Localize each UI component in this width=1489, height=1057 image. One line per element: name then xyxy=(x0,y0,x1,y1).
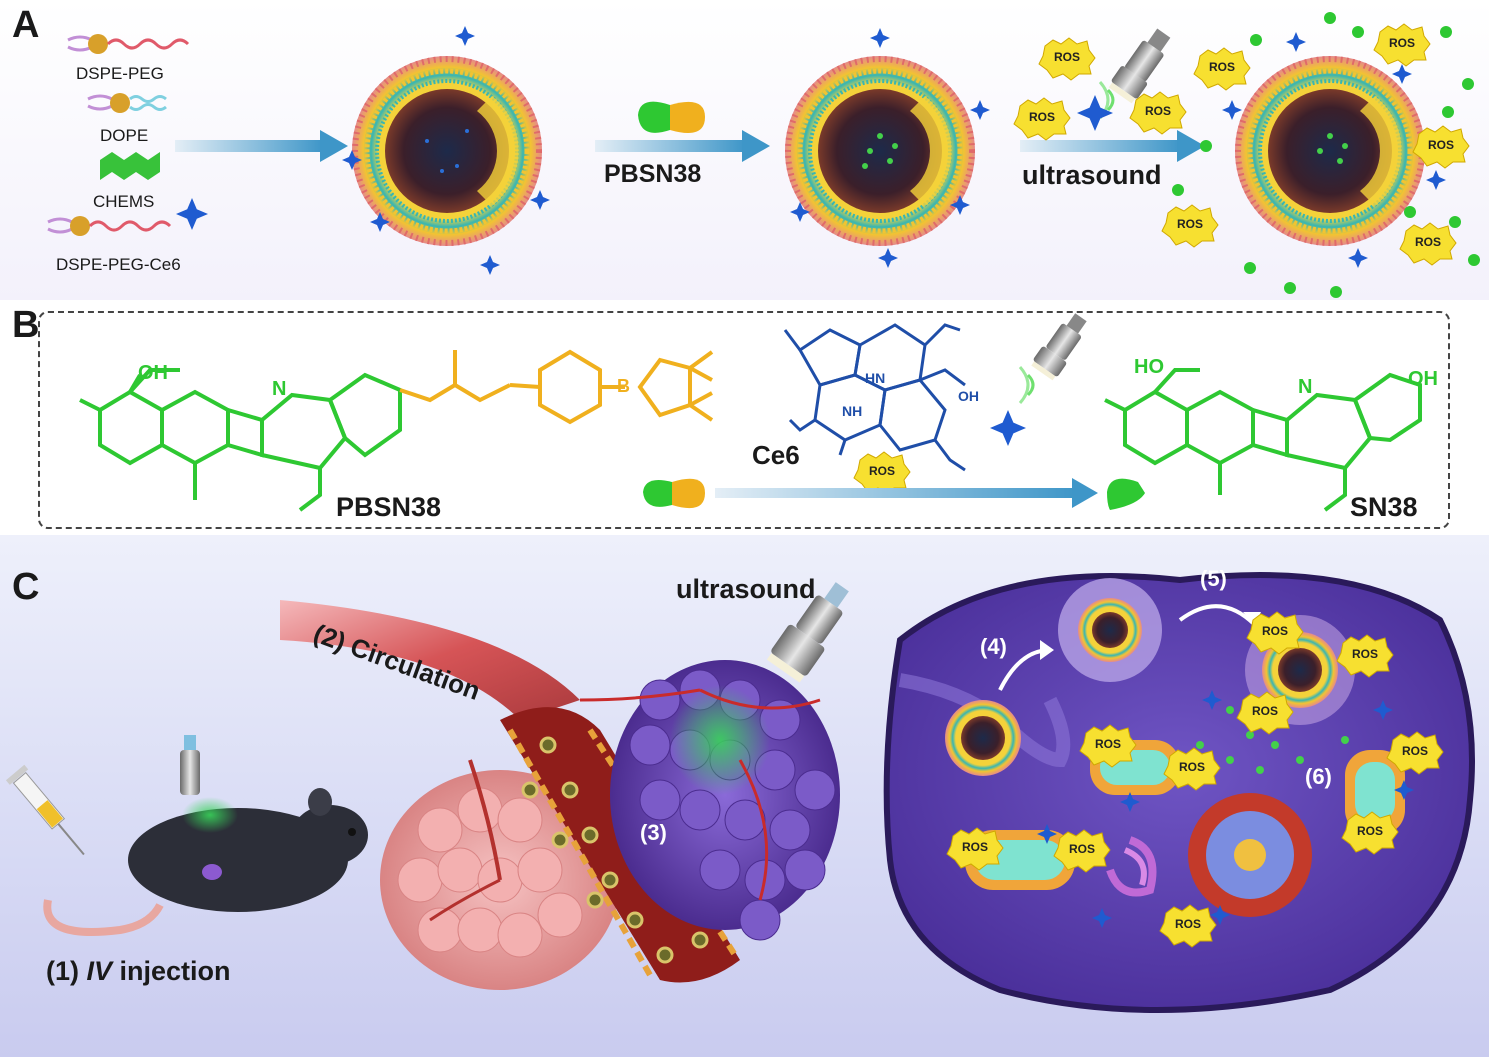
ros-text: ROS xyxy=(1068,842,1095,856)
atom-oh-sn38: OH xyxy=(1408,368,1438,390)
ros-text: ROS xyxy=(1401,744,1428,758)
ros-text: ROS xyxy=(1261,624,1288,638)
ros-text: ROS xyxy=(1144,104,1171,118)
lipid-dspe-peg-ce6-icon xyxy=(47,198,208,236)
sn38-structure xyxy=(1104,368,1422,512)
ros-text: ROS xyxy=(961,840,988,854)
atom-ho-sn38: HO xyxy=(1134,356,1164,378)
label-sn38: SN38 xyxy=(1350,492,1418,522)
ros-text: ROS xyxy=(1176,217,1203,231)
ultrasound-probe-icon-a xyxy=(1077,28,1171,131)
atom-n-pbsn38: N xyxy=(272,378,287,400)
ros-text: ROS xyxy=(1053,50,1080,64)
ultrasound-probe-icon-c xyxy=(766,582,849,683)
ce6-structure xyxy=(783,323,966,472)
ros-text: ROS xyxy=(868,464,895,478)
lung-tissue xyxy=(380,759,620,990)
atom-oh-ce6: OH xyxy=(958,388,979,404)
label-step4: (4) xyxy=(980,634,1007,659)
label-step3: (3) xyxy=(640,820,667,845)
ros-text: ROS xyxy=(1094,737,1121,751)
prodrug-icon xyxy=(638,101,705,134)
atom-nh-ce6: NH xyxy=(842,403,863,419)
ros-text: ROS xyxy=(1356,824,1383,838)
mitochondrion-2 xyxy=(1345,750,1405,835)
lipid-label-chems: CHEMS xyxy=(93,192,155,211)
mouse-illustration xyxy=(43,735,368,936)
atom-oh-pbsn38: OH xyxy=(138,362,168,384)
liposome-empty xyxy=(352,56,542,246)
panel-c-label: C xyxy=(12,566,40,608)
label-iv-injection-italic: IV xyxy=(86,956,113,986)
conversion-arrow xyxy=(643,478,1145,510)
lipid-chems-icon xyxy=(100,152,160,180)
ultrasound-probe-icon-b xyxy=(990,313,1087,446)
lipid-dope-icon xyxy=(87,93,167,113)
liposome-loaded xyxy=(785,56,975,246)
lipid-dspe-peg-icon xyxy=(67,34,190,54)
ros-text: ROS xyxy=(1351,647,1378,661)
lipid-label-dspe-peg: DSPE-PEG xyxy=(76,64,164,83)
label-iv-injection: (1) IV injection xyxy=(46,956,231,987)
label-iv-injection-suffix: injection xyxy=(112,956,231,986)
ros-text: ROS xyxy=(1251,704,1278,718)
ros-text: ROS xyxy=(1174,917,1201,931)
ros-text: ROS xyxy=(1388,36,1415,50)
lipid-label-dspe-peg-ce6: DSPE-PEG-Ce6 xyxy=(56,255,181,274)
ros-text: ROS xyxy=(1028,110,1055,124)
label-ultrasound-a: ultrasound xyxy=(1022,160,1162,190)
label-pbsn38-a: PBSN38 xyxy=(604,160,702,188)
label-pbsn38-b: PBSN38 xyxy=(336,492,442,522)
liposome-released xyxy=(1235,56,1425,246)
panel-a-label: A xyxy=(12,4,40,46)
label-iv-injection-prefix: (1) xyxy=(46,956,87,986)
panel-b-frame xyxy=(38,311,1450,529)
ros-text: ROS xyxy=(1178,760,1205,774)
atom-b: B xyxy=(617,376,630,396)
syringe-icon xyxy=(5,764,85,856)
arrow-a2 xyxy=(595,130,770,162)
pbsn38-structure xyxy=(79,349,714,512)
atom-n-sn38: N xyxy=(1298,376,1313,398)
ros-text: ROS xyxy=(1414,235,1441,249)
label-step6: (6) xyxy=(1305,764,1332,789)
ros-text: ROS xyxy=(1208,60,1235,74)
arrow-a1 xyxy=(175,130,348,162)
atom-hn-ce6: HN xyxy=(865,370,886,386)
label-ultrasound-c: ultrasound xyxy=(676,574,816,604)
lipid-label-dope: DOPE xyxy=(100,126,149,145)
released-sn38-icons xyxy=(1172,12,1480,298)
label-ce6: Ce6 xyxy=(752,440,800,470)
arrow-a3 xyxy=(1020,130,1205,162)
panel-b-label: B xyxy=(12,304,40,346)
tumor-mass xyxy=(579,660,840,941)
ros-text: ROS xyxy=(1427,138,1454,152)
label-step5: (5) xyxy=(1200,566,1227,591)
